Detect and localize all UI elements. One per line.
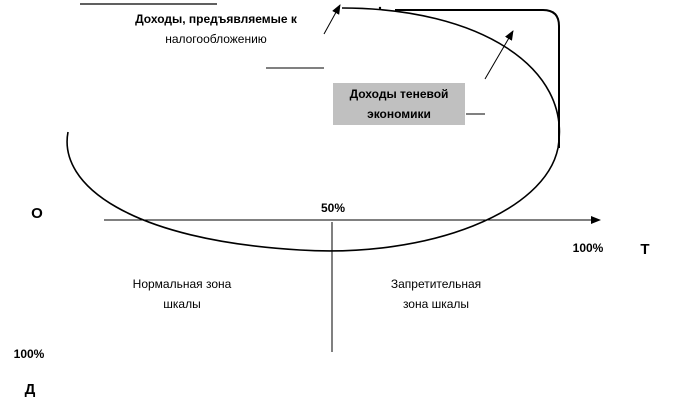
shadow-income-box: Доходы теневой экономики bbox=[333, 83, 465, 125]
d-axis-label: Д bbox=[24, 381, 36, 398]
shadow-income-label-line2: экономики bbox=[367, 107, 431, 121]
shadow-income-label-line1: Доходы теневой bbox=[349, 87, 449, 101]
prohibitive-zone-label-line1: Запретительная bbox=[390, 277, 482, 291]
taxable-income-label-line1: Доходы, предъявляемые к bbox=[135, 12, 297, 26]
fifty-percent-label: 50% bbox=[320, 201, 346, 215]
shadow-pointer-arrow bbox=[484, 30, 514, 80]
top-dot bbox=[378, 6, 382, 10]
normal-zone-label-line1: Нормальная зона bbox=[132, 277, 232, 291]
normal-zone-label: Нормальная зона шкалы bbox=[112, 274, 252, 314]
prohibitive-zone-label-line2: зона шкалы bbox=[402, 297, 470, 311]
hundred-percent-y-label: 100% bbox=[13, 347, 45, 361]
taxable-income-label-line2: налогообложению bbox=[165, 32, 267, 46]
t-axis-label: Т bbox=[640, 241, 650, 258]
hundred-percent-x-label: 100% bbox=[572, 241, 604, 255]
taxable-pointer-arrow bbox=[323, 4, 341, 35]
shadow-income-curve bbox=[395, 9, 560, 148]
prohibitive-zone-label: Запретительная зона шкалы bbox=[366, 274, 506, 314]
tax-income-curve bbox=[66, 7, 561, 252]
origin-label: О bbox=[31, 205, 43, 222]
taxable-income-label: Доходы, предъявляемые к налогообложению bbox=[120, 9, 312, 49]
normal-zone-label-line2: шкалы bbox=[163, 297, 201, 311]
